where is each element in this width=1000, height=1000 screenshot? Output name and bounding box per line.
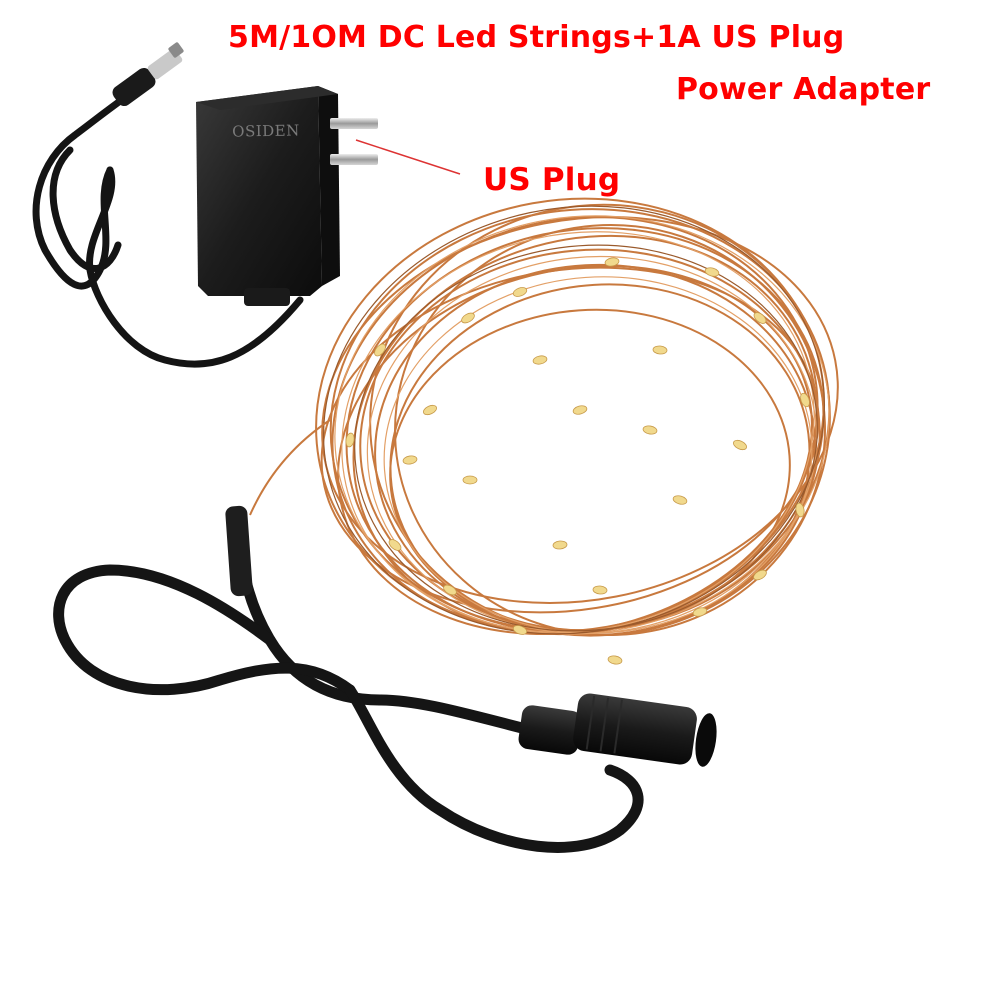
led-beads <box>345 257 810 665</box>
output-cable <box>53 514 644 853</box>
wire-tail <box>249 419 331 516</box>
power-adapter <box>196 86 378 306</box>
product-headline-continued: Power Adapter <box>676 72 931 107</box>
product-headline: 5M/1OM DC Led Strings+1A US Plug <box>228 20 845 55</box>
us-plug-callout: US Plug <box>483 162 621 198</box>
plug-prongs <box>330 118 378 165</box>
adapter-cable <box>32 76 304 368</box>
callout-arrow <box>355 139 461 175</box>
dc-jack <box>518 693 717 767</box>
dc-plug <box>112 42 184 107</box>
adapter-brand-label: OSIDEN <box>232 121 300 141</box>
copper-wire-coil-shadows <box>322 205 826 635</box>
copper-wire-coil-highlights <box>334 215 830 635</box>
heat-shrink-sleeve <box>225 505 253 597</box>
